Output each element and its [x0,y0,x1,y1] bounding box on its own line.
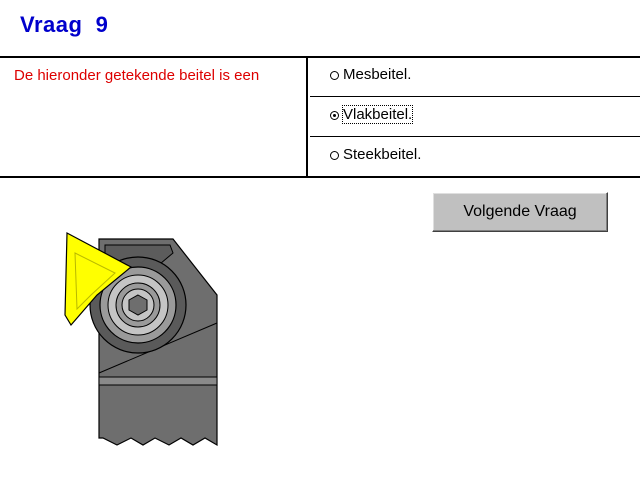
page-title: Vraag 9 [20,12,109,37]
hex-socket [128,294,148,316]
radio-button[interactable] [330,71,339,80]
option-steekbeitel[interactable]: Steekbeitel. [310,138,640,176]
turning-tool-icon [64,232,218,447]
radio-button-selected[interactable] [330,111,339,120]
option-label[interactable]: Steekbeitel. [343,146,422,163]
radio-button[interactable] [330,151,339,160]
question-text: De hieronder getekende beitel is een [14,67,260,84]
divider-bottom [0,176,640,178]
insert-facet [74,252,116,311]
shank-line [98,376,218,386]
next-question-button[interactable]: Volgende Vraag [432,192,608,232]
option-separator [310,136,640,137]
divider-vertical [306,56,308,178]
divider-top [0,56,640,58]
option-separator [310,96,640,97]
option-mesbeitel[interactable]: Mesbeitel. [310,58,640,96]
option-label[interactable]: Mesbeitel. [343,66,412,83]
option-label[interactable]: Vlakbeitel. [341,105,414,124]
option-vlakbeitel[interactable]: Vlakbeitel. [310,98,640,136]
